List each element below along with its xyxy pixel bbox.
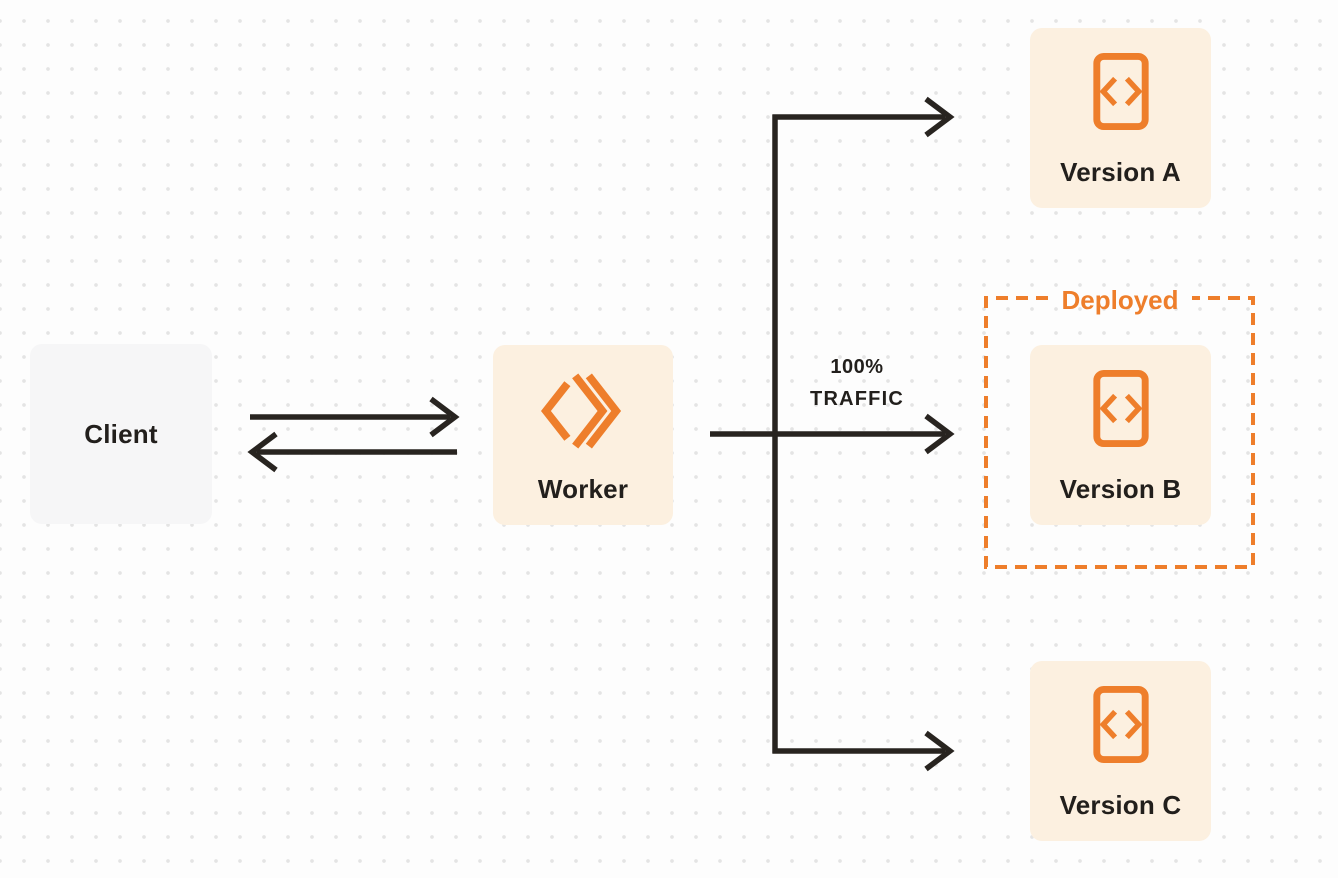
code-document-icon [1092,53,1149,130]
arrowhead-to-version-b [924,413,955,455]
client-node: Client [30,344,212,524]
arrowhead-client-to-worker [429,396,460,438]
traffic-word-text: TRAFFIC [810,388,904,410]
deployed-dashed-frame [984,296,1255,569]
version-a-node: Version A [1030,28,1211,208]
version-c-label: Version C [1059,790,1182,820]
code-document-icon [1092,370,1149,447]
arrow-group [247,96,955,772]
client-label: Client [84,418,158,449]
version-c-node: Version C [1030,661,1211,841]
arrowhead-to-version-c [924,730,955,772]
version-b-node: Version B [1030,345,1211,525]
arrowhead-to-version-a [924,96,955,138]
deployed-label: Deployed [1061,285,1179,315]
arrowhead-worker-to-client [247,431,278,473]
version-b-label: Version B [1059,474,1182,504]
traffic-annotation: 100% TRAFFIC [787,351,927,415]
cloudflare-workers-logo-icon [540,373,622,449]
version-a-label: Version A [1060,157,1181,187]
code-document-icon [1092,686,1149,763]
worker-node: Worker [493,345,673,525]
traffic-percent-text: 100% [830,356,884,378]
worker-label: Worker [537,474,629,504]
